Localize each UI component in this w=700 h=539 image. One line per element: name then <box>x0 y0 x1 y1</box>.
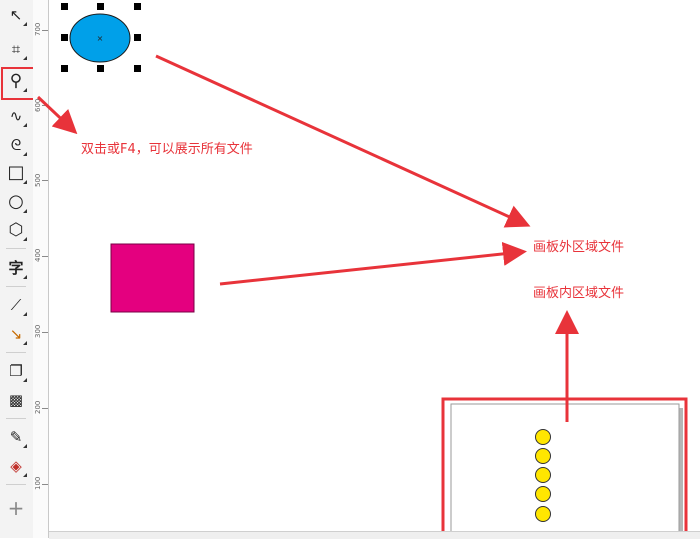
toolbox-separator <box>6 484 26 485</box>
yellow-circle[interactable] <box>535 486 551 502</box>
fill-tool[interactable]: ◈ <box>3 453 29 479</box>
yellow-circle[interactable] <box>535 467 551 483</box>
pick-icon: ↖ <box>9 5 23 24</box>
toolbox-separator <box>6 352 26 353</box>
artboard-page[interactable] <box>450 403 680 538</box>
crop-icon: ⌗ <box>11 39 21 58</box>
ellipse-center-mark: × <box>97 34 104 43</box>
polygon-tool[interactable]: ⬡ <box>3 217 29 243</box>
selection-handle[interactable] <box>61 3 68 10</box>
ellipse-arrow <box>155 54 531 228</box>
yellow-circle[interactable] <box>535 429 551 445</box>
text-icon: 字 <box>8 258 24 277</box>
dimension-tool[interactable]: ⟋ <box>3 292 29 318</box>
drop-shadow-tool[interactable]: ❐ <box>3 358 29 384</box>
toolbox-separator <box>6 418 26 419</box>
eyedropper-icon: ✎ <box>9 427 23 446</box>
crop-tool[interactable]: ⌗ <box>3 36 29 62</box>
transparency-tool[interactable]: ▩ <box>3 387 29 413</box>
ellipse-icon: ○ <box>8 191 24 212</box>
selection-handle[interactable] <box>97 65 104 72</box>
blue-ellipse[interactable] <box>69 13 131 63</box>
selection-handle[interactable] <box>134 65 141 72</box>
fill-icon: ◈ <box>10 456 22 475</box>
zoom-tool[interactable]: ⚲ <box>3 68 29 94</box>
yellow-circle[interactable] <box>535 506 551 522</box>
inside-artboard-annotation: 画板内区域文件 <box>533 286 625 301</box>
freehand-tool[interactable]: ∿ <box>3 103 29 129</box>
rectangle-tool[interactable]: □ <box>3 160 29 186</box>
dimension-icon: ⟋ <box>10 295 22 314</box>
toolbox-separator <box>6 248 26 249</box>
rectangle-icon: □ <box>7 162 25 183</box>
toolbox-separator <box>6 286 26 287</box>
artboard-shadow <box>678 408 683 537</box>
selection-handle[interactable] <box>97 3 104 10</box>
ellipse-tool[interactable]: ○ <box>3 189 29 215</box>
zoom-hint-annotation: 双击或F4，可以展示所有文件 <box>81 142 253 157</box>
artistic-media-tool[interactable]: ᘓ <box>3 132 29 158</box>
connector-icon: ↘ <box>9 324 23 343</box>
pick-tool[interactable]: ↖ <box>3 2 29 28</box>
selection-handle[interactable] <box>61 65 68 72</box>
selection-handle[interactable] <box>61 34 68 41</box>
text-tool[interactable]: 字 <box>3 255 29 281</box>
freehand-icon: ∿ <box>9 106 23 125</box>
zoom-arrow <box>36 95 78 135</box>
polygon-icon: ⬡ <box>8 219 24 240</box>
connector-tool[interactable]: ↘ <box>3 321 29 347</box>
selection-handle[interactable] <box>134 3 141 10</box>
magenta-rectangle[interactable] <box>110 243 195 313</box>
selection-handle[interactable] <box>134 34 141 41</box>
yellow-circle[interactable] <box>535 448 551 464</box>
artistic-media-icon: ᘓ <box>10 135 22 154</box>
transparency-icon: ▩ <box>8 390 24 409</box>
toolbox: ↖ ⌗ ⚲ ∿ ᘓ □ ○ ⬡ 字 ⟋ ↘ ❐ ▩ ✎ ◈ + <box>0 0 34 538</box>
eyedropper-tool[interactable]: ✎ <box>3 424 29 450</box>
add-tool-button[interactable]: + <box>3 495 29 521</box>
drop-shadow-icon: ❐ <box>9 361 23 380</box>
zoom-icon: ⚲ <box>9 70 23 91</box>
page-tab-bar <box>49 531 700 539</box>
rectangle-arrow <box>219 241 527 286</box>
plus-icon: + <box>7 496 25 520</box>
outside-artboard-annotation: 画板外区域文件 <box>533 240 625 255</box>
